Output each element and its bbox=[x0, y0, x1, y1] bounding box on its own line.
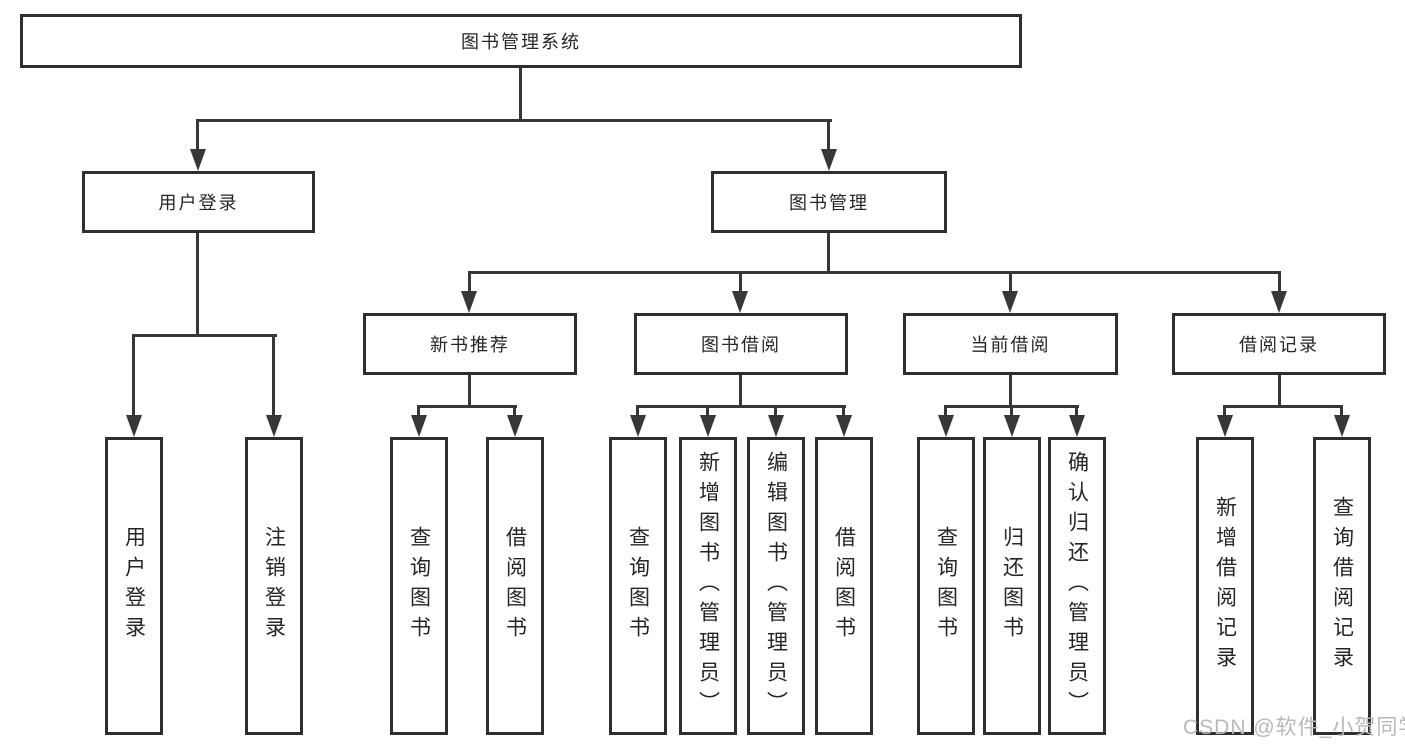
connector-line bbox=[1075, 405, 1078, 417]
arrow-down-icon bbox=[1217, 415, 1233, 437]
leaf-edit-book-admin-label: 编辑图书（管理员） bbox=[764, 451, 788, 721]
leaf-query-book-current-label: 查询图书 bbox=[934, 526, 958, 646]
connector-line bbox=[1223, 405, 1343, 408]
connector-line bbox=[944, 405, 947, 417]
node-book-management: 图书管理 bbox=[711, 171, 947, 233]
arrow-down-icon bbox=[266, 415, 282, 437]
leaf-user-login: 用户登录 bbox=[105, 437, 163, 735]
node-user-login-label: 用户登录 bbox=[158, 193, 239, 213]
leaf-add-borrow-record: 新增借阅记录 bbox=[1196, 437, 1254, 735]
connector-line bbox=[1010, 405, 1013, 417]
leaf-query-borrow-record-label: 查询借阅记录 bbox=[1330, 496, 1354, 676]
connector-line bbox=[827, 233, 830, 274]
arrow-down-icon bbox=[700, 415, 716, 437]
connector-line bbox=[1009, 375, 1012, 408]
leaf-confirm-return-admin-label: 确认归还（管理员） bbox=[1065, 451, 1089, 721]
leaf-logout-label: 注销登录 bbox=[262, 526, 286, 646]
connector-line bbox=[1278, 375, 1281, 408]
node-root: 图书管理系统 bbox=[20, 14, 1022, 68]
connector-line bbox=[636, 405, 639, 417]
node-current-borrow: 当前借阅 bbox=[903, 313, 1118, 375]
arrow-down-icon bbox=[630, 415, 646, 437]
node-current-borrow-label: 当前借阅 bbox=[970, 335, 1051, 355]
connector-line bbox=[1009, 271, 1012, 293]
leaf-query-book-recommend-label: 查询图书 bbox=[407, 526, 431, 646]
connector-line bbox=[636, 405, 846, 408]
connector-line bbox=[417, 405, 517, 408]
connector-line bbox=[842, 405, 845, 417]
arrow-down-icon bbox=[768, 415, 784, 437]
connector-line bbox=[774, 405, 777, 417]
arrow-down-icon bbox=[836, 415, 852, 437]
node-new-book-recommend: 新书推荐 bbox=[363, 313, 577, 375]
leaf-query-book-borrow: 查询图书 bbox=[609, 437, 667, 735]
leaf-add-borrow-record-label: 新增借阅记录 bbox=[1213, 496, 1237, 676]
arrow-down-icon bbox=[507, 415, 523, 437]
node-book-borrow-label: 图书借阅 bbox=[701, 335, 781, 355]
connector-line bbox=[1223, 405, 1226, 417]
connector-line bbox=[739, 271, 742, 293]
connector-line bbox=[706, 405, 709, 417]
arrow-down-icon bbox=[126, 415, 142, 437]
arrow-down-icon bbox=[1002, 291, 1018, 313]
arrow-down-icon bbox=[1271, 291, 1287, 313]
watermark: CSDN @软件_小贺同学 bbox=[1183, 716, 1405, 739]
connector-line bbox=[417, 405, 420, 417]
node-user-login: 用户登录 bbox=[82, 171, 315, 233]
connector-line bbox=[272, 334, 275, 417]
leaf-user-login-label: 用户登录 bbox=[122, 526, 146, 646]
connector-line bbox=[519, 67, 522, 121]
arrow-down-icon bbox=[821, 149, 837, 171]
leaf-add-book-admin: 新增图书（管理员） bbox=[679, 437, 737, 735]
leaf-borrow-book-recommend-label: 借阅图书 bbox=[503, 526, 527, 646]
leaf-query-borrow-record: 查询借阅记录 bbox=[1313, 437, 1371, 735]
leaf-query-book-borrow-label: 查询图书 bbox=[626, 526, 650, 646]
connector-line bbox=[196, 233, 199, 337]
leaf-return-book-label: 归还图书 bbox=[1000, 526, 1024, 646]
arrow-down-icon bbox=[1069, 415, 1085, 437]
leaf-borrow-book: 借阅图书 bbox=[815, 437, 873, 735]
leaf-return-book: 归还图书 bbox=[983, 437, 1041, 735]
leaf-edit-book-admin: 编辑图书（管理员） bbox=[747, 437, 805, 735]
connector-line bbox=[132, 334, 135, 417]
connector-line bbox=[513, 405, 516, 417]
connector-line bbox=[468, 375, 471, 408]
connector-line bbox=[468, 271, 1281, 274]
leaf-borrow-book-label: 借阅图书 bbox=[832, 526, 856, 646]
node-borrow-records-label: 借阅记录 bbox=[1239, 335, 1319, 355]
node-book-management-label: 图书管理 bbox=[789, 193, 869, 213]
connector-line bbox=[132, 334, 277, 337]
connector-line bbox=[468, 271, 471, 293]
arrow-down-icon bbox=[732, 291, 748, 313]
leaf-add-book-admin-label: 新增图书（管理员） bbox=[696, 451, 720, 721]
leaf-query-book-current: 查询图书 bbox=[917, 437, 975, 735]
connector-line bbox=[827, 119, 830, 151]
connector-line bbox=[196, 119, 832, 122]
connector-line bbox=[196, 119, 199, 151]
arrow-down-icon bbox=[461, 291, 477, 313]
node-borrow-records: 借阅记录 bbox=[1172, 313, 1386, 375]
arrow-down-icon bbox=[938, 415, 954, 437]
arrow-down-icon bbox=[1334, 415, 1350, 437]
connector-line bbox=[739, 375, 742, 408]
node-new-book-recommend-label: 新书推荐 bbox=[430, 335, 510, 355]
arrow-down-icon bbox=[190, 149, 206, 171]
connector-line bbox=[1340, 405, 1343, 417]
node-book-borrow: 图书借阅 bbox=[634, 313, 848, 375]
arrow-down-icon bbox=[411, 415, 427, 437]
connector-line bbox=[1278, 271, 1281, 293]
arrow-down-icon bbox=[1004, 415, 1020, 437]
node-root-label: 图书管理系统 bbox=[461, 32, 581, 52]
leaf-logout: 注销登录 bbox=[245, 437, 303, 735]
leaf-query-book-recommend: 查询图书 bbox=[390, 437, 448, 735]
leaf-borrow-book-recommend: 借阅图书 bbox=[486, 437, 544, 735]
leaf-confirm-return-admin: 确认归还（管理员） bbox=[1048, 437, 1106, 735]
